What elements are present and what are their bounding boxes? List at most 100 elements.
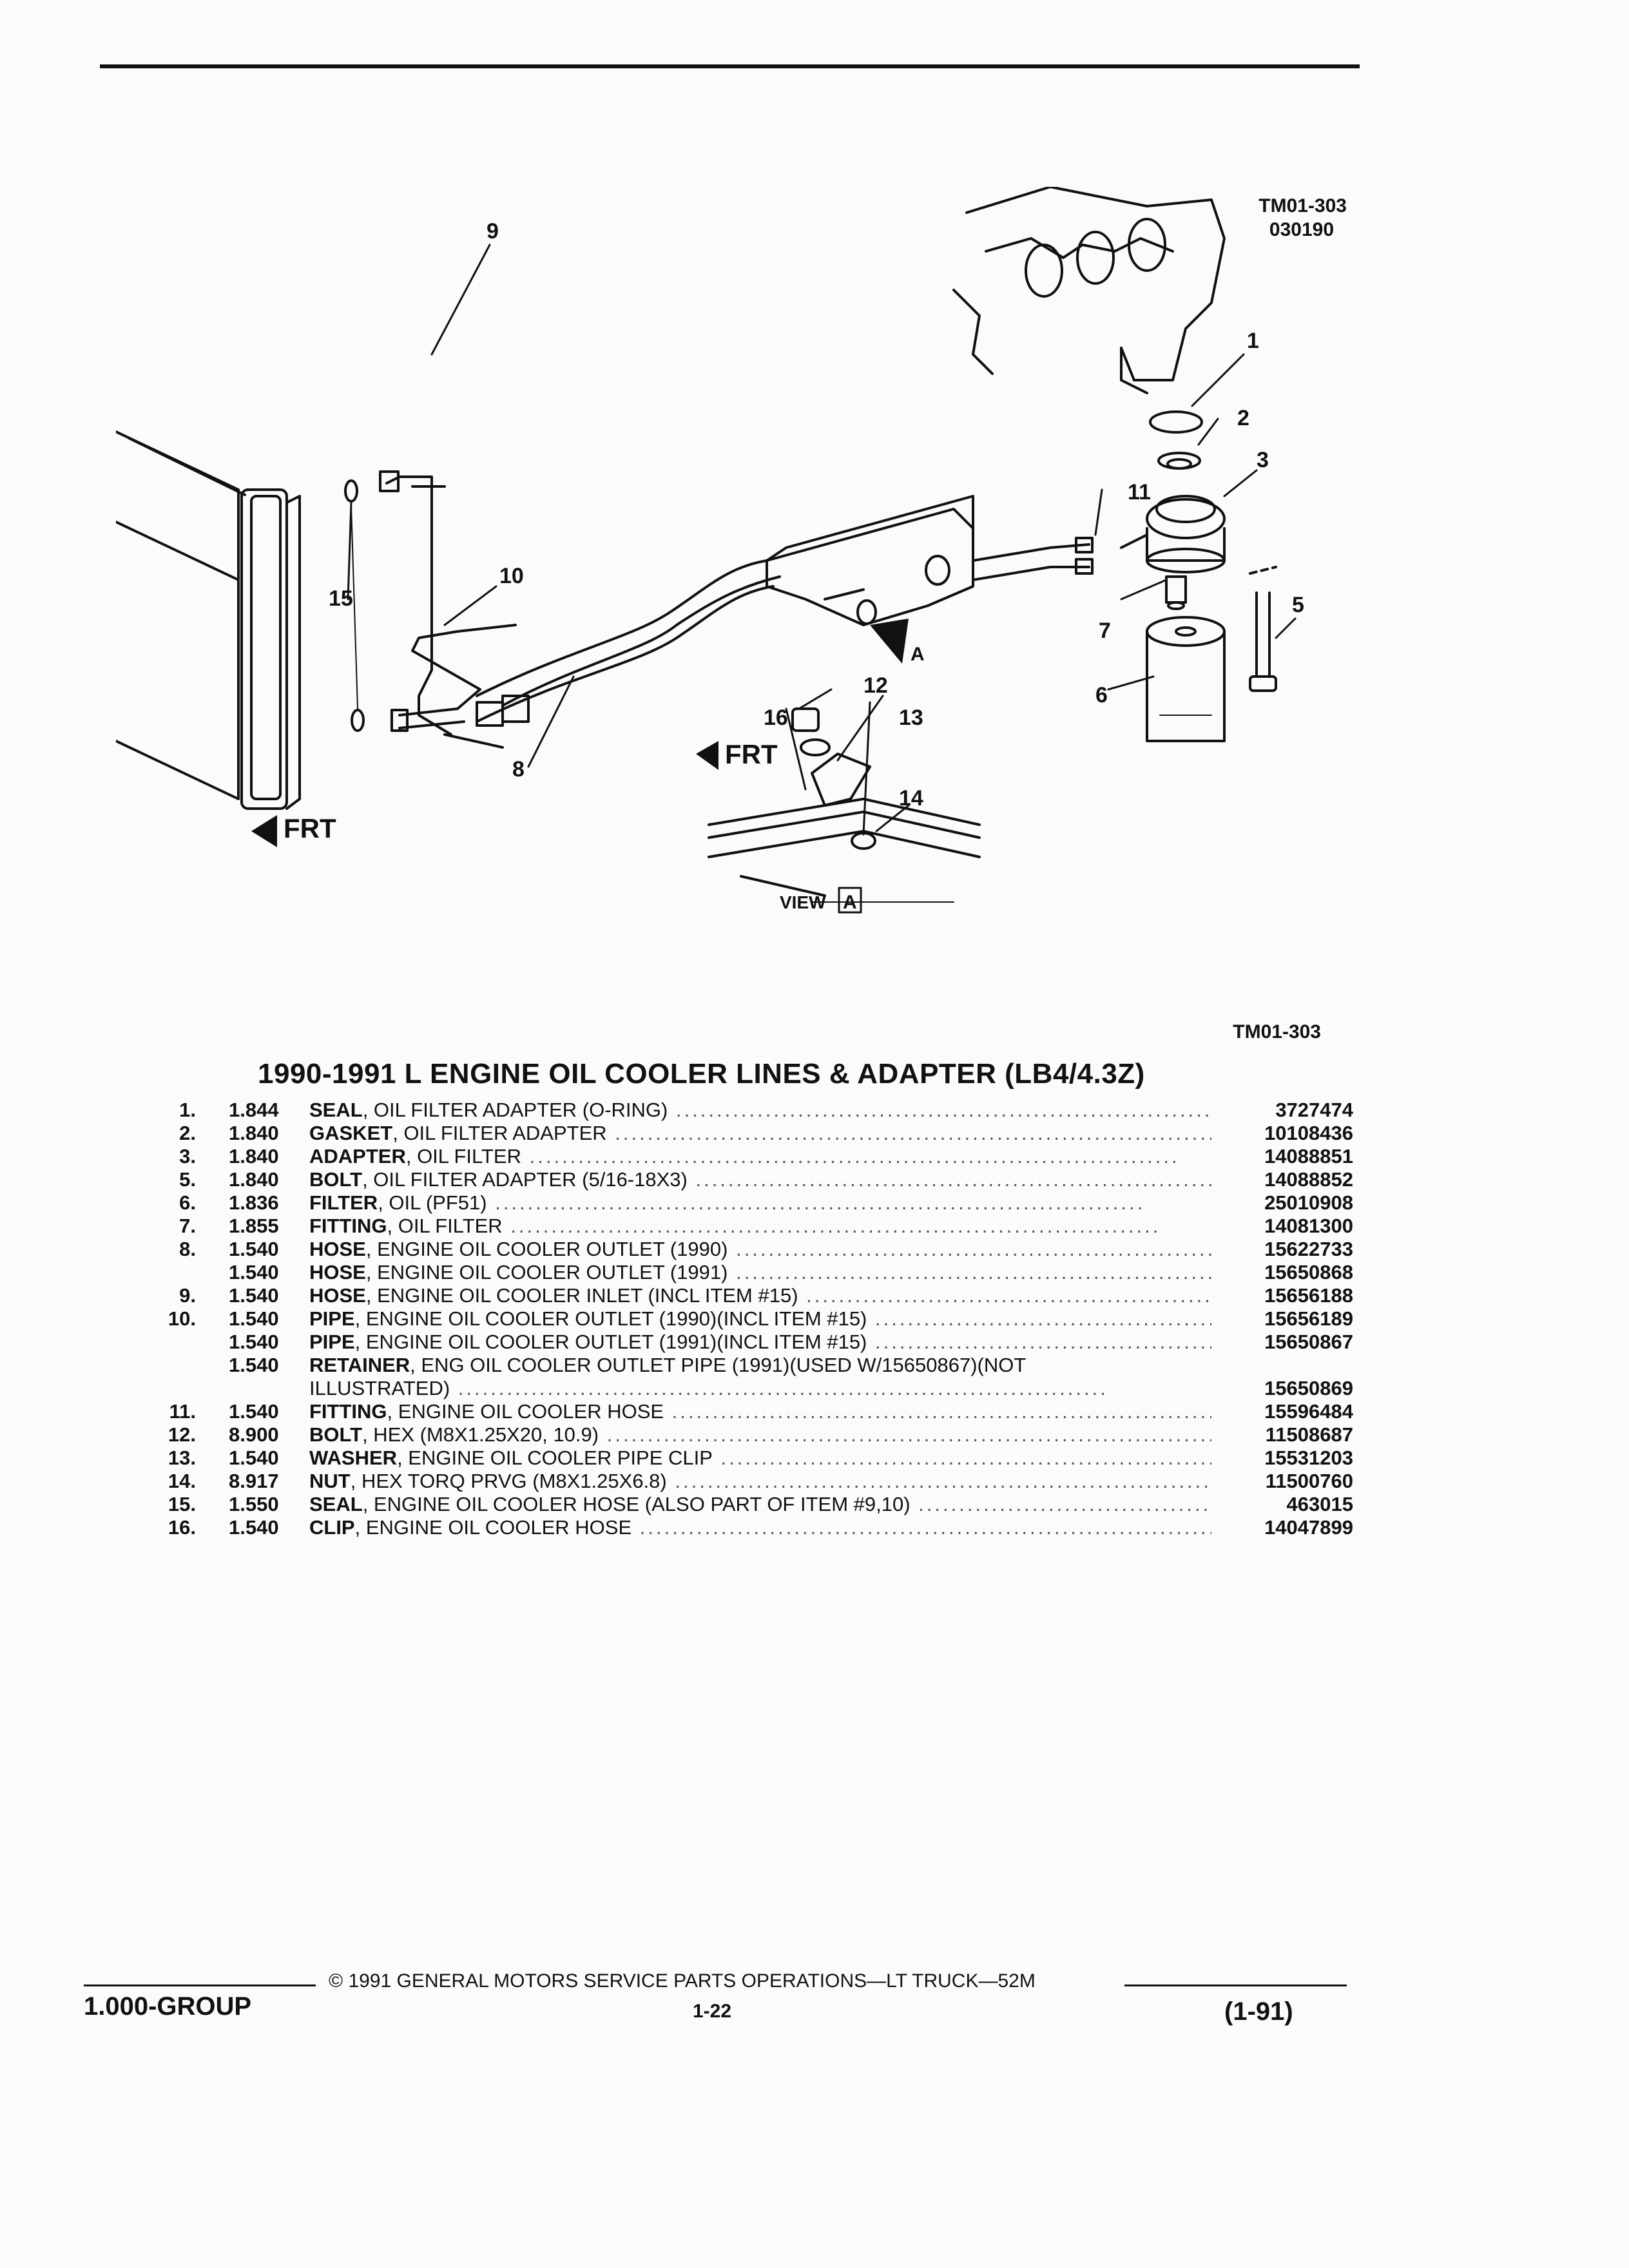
hose-bracket xyxy=(766,495,974,626)
diagram-drawing: 1 2 3 5 6 7 8 9 10 11 12 13 14 15 16 FRT… xyxy=(115,186,1304,914)
part-number: 15650867 xyxy=(1264,1331,1353,1353)
frt-arrows xyxy=(251,741,718,847)
part-name: FITTING xyxy=(309,1400,387,1423)
part-name: HOSE xyxy=(309,1238,366,1260)
item-number: 15. xyxy=(168,1493,196,1515)
dot-leader: ........................................… xyxy=(521,1145,1180,1168)
group-number: 8.900 xyxy=(229,1423,279,1446)
callout-14: 14 xyxy=(899,786,923,811)
dot-leader: ........................................… xyxy=(695,1168,1211,1191)
part-description: PIPE, ENGINE OIL COOLER OUTLET (1991)(IN… xyxy=(309,1331,1211,1354)
callout-10: 10 xyxy=(499,564,524,588)
part-description: ADAPTER, OIL FILTER ....................… xyxy=(309,1145,1211,1168)
parts-row: 11. 1.540 FITTING, ENGINE OIL COOLER HOSE … xyxy=(155,1400,1366,1423)
part-detail: , ENGINE OIL COOLER HOSE xyxy=(354,1516,632,1539)
item-number: 2. xyxy=(179,1122,196,1144)
footer-group: 1.000-GROUP xyxy=(84,1992,252,2021)
callout-13: 13 xyxy=(899,706,923,730)
group-number: 1.836 xyxy=(229,1191,279,1214)
part-detail: , ENGINE OIL COOLER OUTLET (1990) xyxy=(365,1238,728,1260)
bolt-5 xyxy=(1249,566,1277,692)
top-rule xyxy=(100,64,1360,68)
part-name: CLIP xyxy=(309,1516,355,1539)
dot-leader: ........................................… xyxy=(487,1191,1146,1214)
item-number: 1. xyxy=(179,1099,196,1121)
footer-rule-right xyxy=(1124,1984,1347,1986)
inlet-hose-9 xyxy=(379,470,504,749)
part-name: SEAL xyxy=(309,1099,363,1121)
part-name: HOSE xyxy=(309,1261,366,1283)
dot-leader: ........................................… xyxy=(502,1215,1161,1237)
part-number: 11500760 xyxy=(1265,1470,1353,1492)
group-number: 1.550 xyxy=(229,1493,279,1515)
dot-leader: ........................................… xyxy=(639,1516,1211,1539)
part-detail-continued: ILLUSTRATED) ...........................… xyxy=(309,1377,1211,1400)
part-name: PIPE xyxy=(309,1307,355,1330)
part-detail: , HEX (M8X1.25X20, 10.9) xyxy=(362,1423,599,1446)
dot-leader: ........................................… xyxy=(606,1122,1211,1144)
callout-9: 9 xyxy=(487,219,499,244)
part-name: SEAL xyxy=(309,1493,363,1515)
dot-leader: ........................................… xyxy=(450,1377,1108,1399)
part-name: HOSE xyxy=(309,1284,366,1307)
leader-lines xyxy=(347,244,1296,836)
item-number: 7. xyxy=(179,1215,196,1237)
part-number: 15622733 xyxy=(1264,1238,1353,1260)
dot-leader: ........................................… xyxy=(806,1284,1211,1307)
part-number: 14088851 xyxy=(1264,1145,1353,1168)
table-ref-code: TM01-303 xyxy=(1233,1021,1321,1043)
item-number: 6. xyxy=(179,1191,196,1214)
part-name: GASKET xyxy=(309,1122,393,1144)
part-detail: , OIL FILTER ADAPTER xyxy=(392,1122,607,1144)
part-number: 3727474 xyxy=(1275,1099,1353,1121)
diagram-ref-code: TM01-303 xyxy=(1258,195,1347,216)
view-a-arrow-letter: A xyxy=(911,644,925,665)
callout-8: 8 xyxy=(512,757,525,782)
footer-copyright: © 1991 GENERAL MOTORS SERVICE PARTS OPER… xyxy=(329,1970,1036,1992)
diagram-ref-date: 030190 xyxy=(1269,219,1334,240)
group-number: 1.540 xyxy=(229,1400,279,1423)
dot-leader: ........................................… xyxy=(671,1400,1211,1423)
dot-leader: ........................................… xyxy=(875,1307,1211,1330)
dot-leader: ........................................… xyxy=(675,1470,1211,1492)
dot-leader: ........................................… xyxy=(918,1493,1211,1515)
callout-2: 2 xyxy=(1237,406,1249,430)
page-number: 1-22 xyxy=(693,2001,732,2022)
part-description: SEAL, OIL FILTER ADAPTER (O-RING) ......… xyxy=(309,1099,1211,1122)
part-description: FITTING, OIL FILTER ....................… xyxy=(309,1215,1211,1238)
group-number: 1.540 xyxy=(229,1331,279,1353)
part-description: BOLT, HEX (M8X1.25X20, 10.9) ...........… xyxy=(309,1423,1211,1446)
item-number: 10. xyxy=(168,1307,196,1330)
callout-16: 16 xyxy=(764,706,788,730)
dot-leader: ........................................… xyxy=(720,1446,1211,1469)
part-number: 15650869 xyxy=(1264,1377,1353,1399)
footer-revision: (1-91) xyxy=(1224,1997,1293,2026)
part-description: FITTING, ENGINE OIL COOLER HOSE ........… xyxy=(309,1400,1211,1423)
item-number: 11. xyxy=(169,1400,196,1423)
part-description: RETAINER, ENG OIL COOLER OUTLET PIPE (19… xyxy=(309,1354,1211,1400)
group-number: 1.855 xyxy=(229,1215,279,1237)
callout-1: 1 xyxy=(1247,329,1259,353)
part-detail: , ENGINE OIL COOLER OUTLET (1991)(INCL I… xyxy=(354,1331,867,1353)
part-description: HOSE, ENGINE OIL COOLER INLET (INCL ITEM… xyxy=(309,1284,1211,1307)
group-number: 1.540 xyxy=(229,1284,279,1307)
part-number: 14081300 xyxy=(1264,1215,1353,1237)
item-number: 12. xyxy=(168,1423,196,1446)
callout-6: 6 xyxy=(1095,683,1108,707)
part-description: HOSE, ENGINE OIL COOLER OUTLET (1991) ..… xyxy=(309,1261,1211,1284)
page-title: 1990-1991 L ENGINE OIL COOLER LINES & AD… xyxy=(258,1058,1145,1090)
part-number: 14088852 xyxy=(1264,1168,1353,1191)
part-detail: , ENGINE OIL COOLER HOSE (ALSO PART OF I… xyxy=(362,1493,911,1515)
part-name: BOLT xyxy=(309,1168,363,1191)
parts-row: 7. 1.855 FITTING, OIL FILTER .............… xyxy=(155,1215,1366,1238)
dot-leader: ........................................… xyxy=(875,1331,1211,1353)
